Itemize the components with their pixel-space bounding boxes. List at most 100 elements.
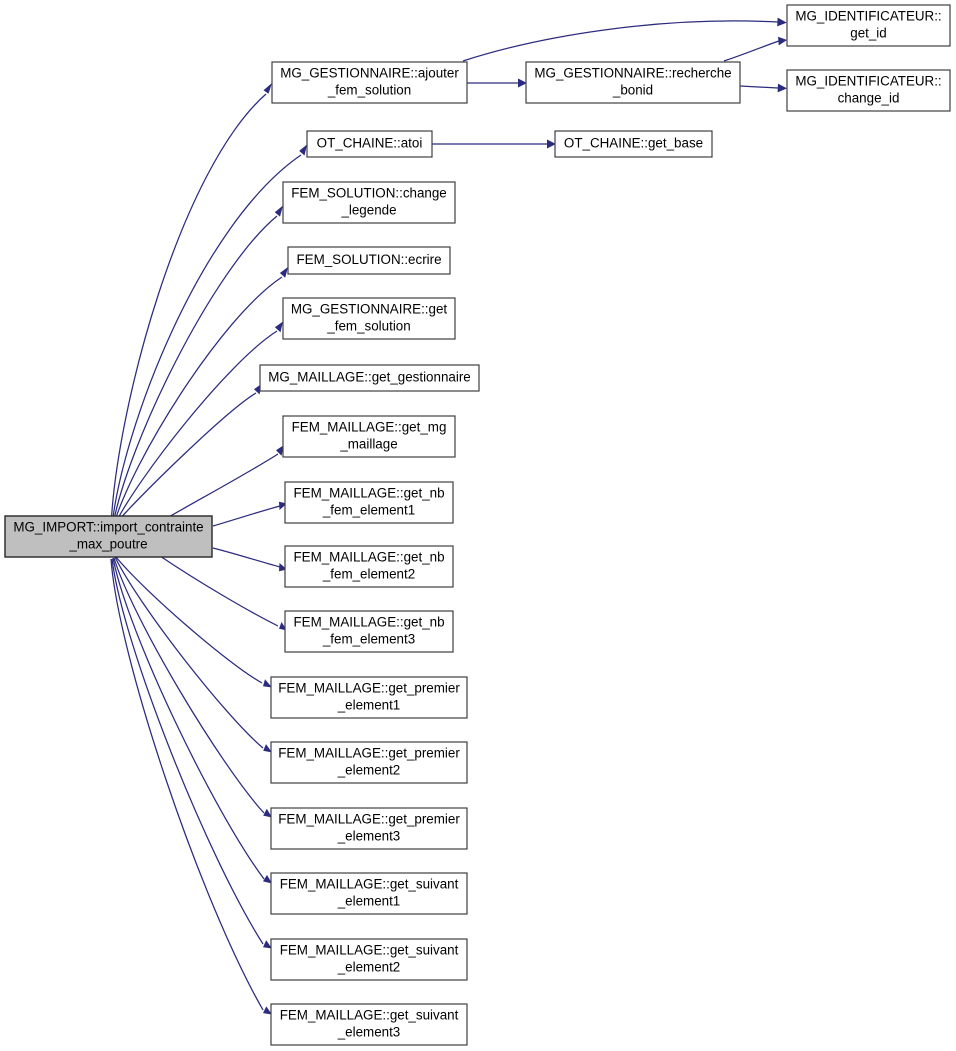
- graph-node-get_mg_maillage[interactable]: FEM_MAILLAGE::get_mg_maillage: [282, 415, 456, 458]
- node-box-get_nb_fem_element3: [284, 610, 454, 653]
- node-label-change_legende: _legende: [340, 203, 396, 218]
- node-label-get_nb_fem_element3: FEM_MAILLAGE::get_nb: [293, 615, 444, 630]
- edge-atoi-to-get_base: [432, 139, 556, 149]
- node-label-get_premier_element3: _element3: [337, 829, 401, 844]
- node-box-get_base: [554, 130, 713, 158]
- node-box-get_gestionnaire: [259, 364, 480, 392]
- graph-node-get_premier_element1[interactable]: FEM_MAILLAGE::get_premier_element1: [270, 676, 468, 719]
- node-label-get_nb_fem_element1: FEM_MAILLAGE::get_nb: [293, 486, 444, 501]
- graph-node-atoi[interactable]: OT_CHAINE::atoi: [306, 130, 433, 158]
- graph-node-get_gestionnaire[interactable]: MG_MAILLAGE::get_gestionnaire: [259, 364, 480, 392]
- graph-node-get_fem_solution[interactable]: MG_GESTIONNAIRE::get_fem_solution: [282, 297, 456, 340]
- node-label-get_mg_maillage: FEM_MAILLAGE::get_mg: [292, 420, 447, 435]
- node-label-atoi: OT_CHAINE::atoi: [317, 136, 423, 151]
- graph-node-ecrire[interactable]: FEM_SOLUTION::ecrire: [287, 246, 451, 275]
- graph-node-get_id[interactable]: MG_IDENTIFICATEUR::get_id: [786, 4, 951, 47]
- node-label-get_suivant_element1: _element1: [337, 894, 401, 909]
- node-box-root: [4, 515, 213, 558]
- edge-root-to-ecrire: [113, 267, 288, 525]
- node-box-get_nb_fem_element1: [284, 481, 454, 524]
- node-label-get_suivant_element3: FEM_MAILLAGE::get_suivant: [280, 1008, 459, 1023]
- edge-recherche_bonid-to-get_id: [723, 36, 787, 62]
- node-label-ajouter_fem_solution: _fem_solution: [327, 83, 411, 98]
- node-label-root: _max_poutre: [68, 537, 147, 552]
- node-label-ecrire: FEM_SOLUTION::ecrire: [296, 252, 441, 267]
- node-box-get_suivant_element2: [270, 938, 468, 981]
- node-label-recherche_bonid: _bonid: [612, 83, 653, 98]
- node-label-get_premier_element1: _element1: [337, 698, 401, 713]
- node-box-ajouter_fem_solution: [271, 61, 468, 104]
- edge-root-to-get_premier_element3: [113, 557, 272, 818]
- node-label-change_id: MG_IDENTIFICATEUR::: [795, 74, 941, 89]
- node-label-get_premier_element2: FEM_MAILLAGE::get_premier: [278, 746, 460, 761]
- node-label-get_gestionnaire: MG_MAILLAGE::get_gestionnaire: [268, 370, 470, 385]
- edge-ajouter_fem_solution-to-recherche_bonid: [467, 78, 527, 88]
- node-label-get_suivant_element3: _element3: [337, 1025, 401, 1040]
- edge-root-to-get_suivant_element3: [110, 558, 272, 1015]
- edge-layer: [110, 17, 787, 1015]
- node-layer: MG_IMPORT::import_contrainte_max_poutreM…: [4, 4, 951, 1046]
- graph-node-get_suivant_element3[interactable]: FEM_MAILLAGE::get_suivant_element3: [270, 1003, 468, 1046]
- node-label-change_legende: FEM_SOLUTION::change: [291, 186, 447, 201]
- node-label-get_nb_fem_element3: _fem_element3: [322, 632, 415, 647]
- node-label-get_suivant_element2: _element2: [337, 960, 401, 975]
- edge-root-to-get_premier_element2: [114, 556, 272, 753]
- graph-node-get_suivant_element1[interactable]: FEM_MAILLAGE::get_suivant_element1: [270, 872, 468, 915]
- node-box-get_suivant_element3: [270, 1003, 468, 1046]
- edge-root-to-get_mg_maillage: [159, 445, 284, 523]
- edge-root-to-get_premier_element1: [115, 556, 272, 688]
- edge-root-to-get_gestionnaire: [115, 383, 262, 524]
- edge-root-to-atoi: [111, 144, 307, 527]
- graph-node-change_id[interactable]: MG_IDENTIFICATEUR::change_id: [786, 69, 951, 112]
- edge-root-to-get_suivant_element2: [111, 558, 272, 949]
- node-label-get_suivant_element1: FEM_MAILLAGE::get_suivant: [280, 877, 459, 892]
- edge-root-to-get_nb_fem_element1: [212, 501, 287, 527]
- node-box-change_id: [786, 69, 951, 112]
- node-label-get_premier_element1: FEM_MAILLAGE::get_premier: [278, 681, 460, 696]
- node-label-get_id: MG_IDENTIFICATEUR::: [795, 9, 941, 24]
- graph-node-root[interactable]: MG_IMPORT::import_contrainte_max_poutre: [4, 515, 213, 558]
- graph-node-get_suivant_element2[interactable]: FEM_MAILLAGE::get_suivant_element2: [270, 938, 468, 981]
- node-box-get_suivant_element1: [270, 872, 468, 915]
- node-label-root: MG_IMPORT::import_contrainte: [13, 520, 203, 535]
- edge-root-to-ajouter_fem_solution: [110, 83, 272, 528]
- node-box-get_mg_maillage: [282, 415, 456, 458]
- node-label-ajouter_fem_solution: MG_GESTIONNAIRE::ajouter: [280, 66, 459, 81]
- node-label-recherche_bonid: MG_GESTIONNAIRE::recherche: [534, 66, 731, 81]
- graph-node-ajouter_fem_solution[interactable]: MG_GESTIONNAIRE::ajouter_fem_solution: [271, 61, 468, 104]
- graph-node-get_nb_fem_element2[interactable]: FEM_MAILLAGE::get_nb_fem_element2: [284, 545, 454, 588]
- node-label-get_nb_fem_element2: FEM_MAILLAGE::get_nb: [293, 550, 444, 565]
- node-label-get_premier_element2: _element2: [337, 763, 401, 778]
- node-box-recherche_bonid: [525, 61, 741, 104]
- edge-root-to-change_legende: [112, 205, 283, 526]
- edge-recherche_bonid-to-change_id: [739, 83, 787, 93]
- node-label-get_base: OT_CHAINE::get_base: [564, 136, 703, 151]
- node-box-atoi: [306, 130, 433, 158]
- node-label-get_premier_element3: FEM_MAILLAGE::get_premier: [278, 812, 460, 827]
- node-box-get_nb_fem_element2: [284, 545, 454, 588]
- graph-node-get_base[interactable]: OT_CHAINE::get_base: [554, 130, 713, 158]
- node-box-get_id: [786, 4, 951, 47]
- node-label-get_fem_solution: _fem_solution: [326, 319, 410, 334]
- graph-node-get_premier_element2[interactable]: FEM_MAILLAGE::get_premier_element2: [270, 741, 468, 784]
- node-label-change_id: change_id: [838, 91, 900, 106]
- node-box-get_premier_element1: [270, 676, 468, 719]
- graph-node-change_legende[interactable]: FEM_SOLUTION::change_legende: [282, 181, 456, 224]
- edge-root-to-get_nb_fem_element2: [212, 547, 287, 572]
- node-box-get_fem_solution: [282, 297, 456, 340]
- node-box-get_premier_element2: [270, 741, 468, 784]
- graph-node-get_nb_fem_element1[interactable]: FEM_MAILLAGE::get_nb_fem_element1: [284, 481, 454, 524]
- graph-node-get_nb_fem_element3[interactable]: FEM_MAILLAGE::get_nb_fem_element3: [284, 610, 454, 653]
- node-label-get_nb_fem_element2: _fem_element2: [322, 567, 415, 582]
- edge-ajouter_fem_solution-to-get_id: [462, 17, 787, 62]
- node-label-get_nb_fem_element1: _fem_element1: [322, 503, 415, 518]
- edge-root-to-get_fem_solution: [114, 321, 283, 525]
- edge-root-to-get_suivant_element1: [112, 557, 272, 884]
- node-label-get_fem_solution: MG_GESTIONNAIRE::get: [291, 302, 448, 317]
- graph-node-recherche_bonid[interactable]: MG_GESTIONNAIRE::recherche_bonid: [525, 61, 741, 104]
- node-label-get_mg_maillage: _maillage: [339, 437, 397, 452]
- node-box-ecrire: [287, 246, 451, 275]
- node-label-get_id: get_id: [850, 26, 886, 41]
- graph-node-get_premier_element3[interactable]: FEM_MAILLAGE::get_premier_element3: [270, 807, 468, 850]
